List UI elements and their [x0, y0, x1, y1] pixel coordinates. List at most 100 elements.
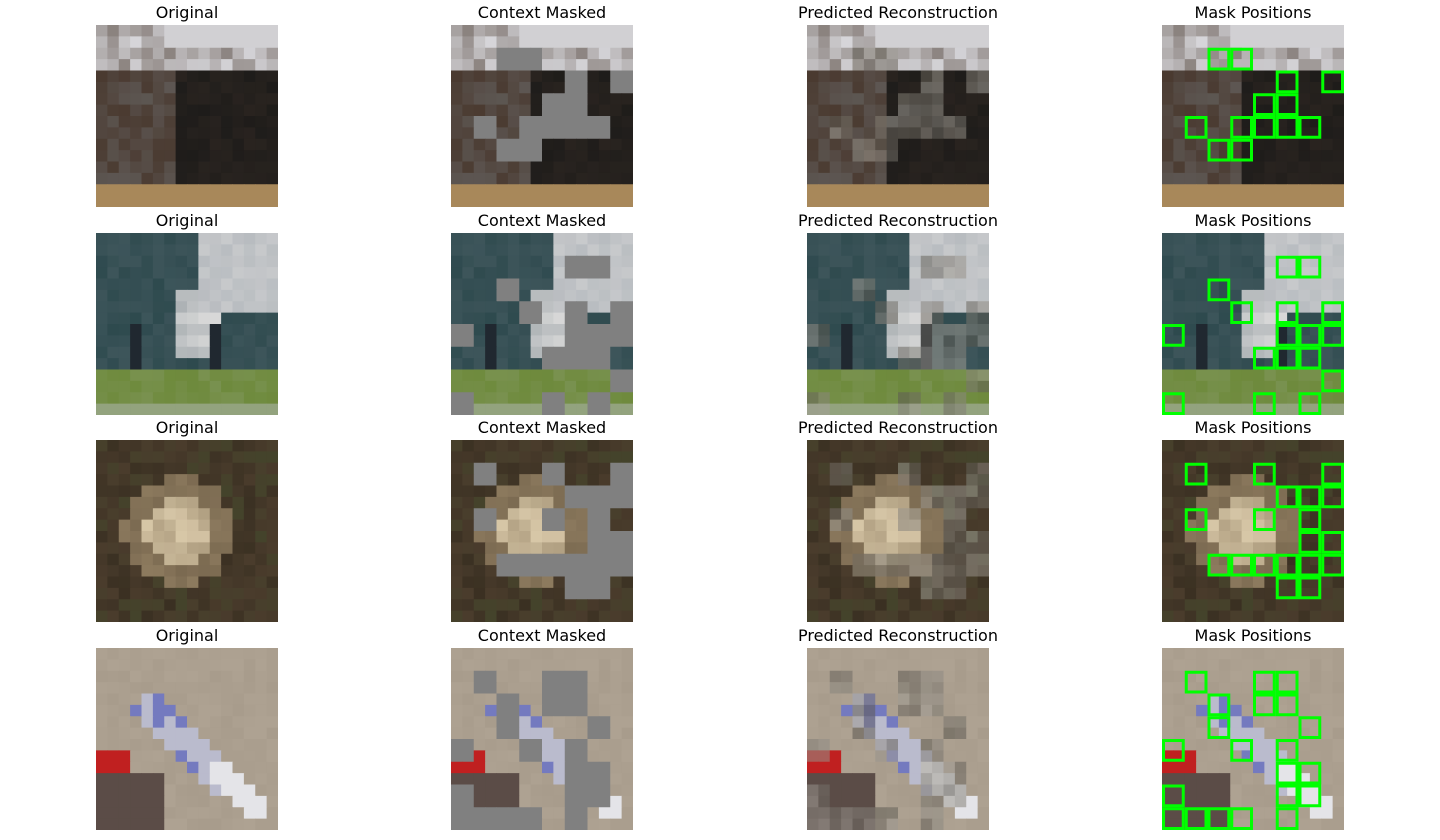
mask-position-box — [1298, 392, 1322, 415]
mask-position-box — [1298, 346, 1322, 370]
mask-position-box — [1275, 553, 1299, 577]
mask-positions-title: Mask Positions — [1194, 211, 1312, 230]
mask-position-box — [1162, 324, 1185, 347]
mask-positions-image-horse — [1162, 233, 1344, 415]
mask-position-box — [1275, 670, 1299, 694]
mask-position-box — [1298, 553, 1322, 577]
mask-position-box — [1298, 255, 1322, 279]
original-image-cat — [96, 25, 278, 207]
mask-position-box — [1321, 369, 1344, 393]
mask-positions-title: Mask Positions — [1194, 626, 1312, 645]
mask-positions-title: Mask Positions — [1194, 3, 1312, 22]
original-image-horse — [96, 233, 278, 415]
predicted-reconstruction-image-cat — [807, 25, 989, 207]
mask-position-box — [1275, 807, 1299, 830]
original-title: Original — [155, 3, 219, 22]
mask-position-box — [1230, 47, 1253, 71]
mask-position-box — [1253, 462, 1276, 486]
mask-position-box — [1298, 485, 1322, 509]
context-masked-image-horse — [451, 233, 633, 415]
mask-position-box — [1321, 70, 1344, 94]
mask-position-box — [1207, 553, 1231, 577]
mask-position-box — [1275, 70, 1299, 94]
mask-position-box — [1275, 93, 1299, 116]
predicted-reconstruction-title: Predicted Reconstruction — [798, 626, 998, 645]
mask-position-box — [1162, 739, 1185, 762]
mask-position-box — [1321, 324, 1344, 347]
mask-position-box — [1253, 346, 1276, 370]
mask-position-box — [1253, 116, 1276, 139]
mask-position-box — [1298, 531, 1322, 554]
mask-position-box — [1253, 553, 1276, 577]
mask-position-box — [1275, 346, 1299, 370]
mask-position-box — [1184, 508, 1208, 531]
mask-position-box — [1275, 693, 1299, 717]
mask-position-box — [1298, 508, 1322, 531]
original-image-frog — [96, 440, 278, 622]
mask-position-box — [1298, 761, 1322, 785]
mask-position-box — [1162, 807, 1185, 830]
mask-position-box — [1275, 485, 1299, 509]
predicted-reconstruction-title: Predicted Reconstruction — [798, 418, 998, 437]
mask-position-box — [1162, 784, 1185, 808]
mask-position-box — [1275, 255, 1299, 279]
mask-position-box — [1298, 324, 1322, 347]
mask-position-box — [1184, 670, 1208, 694]
mask-position-box — [1321, 553, 1344, 577]
mask-position-box — [1298, 116, 1322, 139]
mask-position-box — [1321, 301, 1344, 324]
context-masked-image-cat — [451, 25, 633, 207]
mask-position-box — [1275, 576, 1299, 600]
mask-position-box — [1321, 485, 1344, 509]
mask-positions-image-airplane — [1162, 648, 1344, 830]
predicted-reconstruction-image-airplane — [807, 648, 989, 830]
context-masked-title: Context Masked — [477, 211, 607, 230]
mask-position-box — [1184, 116, 1208, 139]
mask-position-box — [1275, 324, 1299, 347]
mask-position-box — [1230, 301, 1253, 324]
mask-position-box — [1298, 784, 1322, 808]
mask-position-box — [1207, 807, 1231, 830]
mask-position-box — [1253, 670, 1276, 694]
mask-position-box — [1275, 301, 1299, 324]
mask-position-box — [1253, 693, 1276, 717]
mask-position-box — [1253, 93, 1276, 116]
original-title: Original — [155, 626, 219, 645]
mask-positions-title: Mask Positions — [1194, 418, 1312, 437]
mask-position-box — [1207, 278, 1231, 302]
mask-position-box — [1230, 739, 1253, 762]
mask-position-box — [1298, 716, 1322, 739]
predicted-reconstruction-title: Predicted Reconstruction — [798, 211, 998, 230]
mask-positions-image-frog — [1162, 440, 1344, 622]
predicted-reconstruction-image-frog — [807, 440, 989, 622]
mask-position-box — [1275, 761, 1299, 785]
mask-position-box — [1230, 807, 1253, 830]
context-masked-title: Context Masked — [477, 3, 607, 22]
mask-position-box — [1230, 116, 1253, 139]
mask-position-box — [1162, 392, 1185, 415]
mask-position-box — [1321, 531, 1344, 554]
mask-position-box — [1207, 138, 1231, 162]
mask-position-box — [1184, 462, 1208, 486]
mask-position-box — [1275, 116, 1299, 139]
mask-position-box — [1275, 784, 1299, 808]
mask-position-box — [1230, 553, 1253, 577]
mask-position-box — [1207, 693, 1231, 717]
original-title: Original — [155, 418, 219, 437]
mask-position-box — [1298, 576, 1322, 600]
mask-position-box — [1253, 392, 1276, 415]
original-image-airplane — [96, 648, 278, 830]
original-title: Original — [155, 211, 219, 230]
context-masked-title: Context Masked — [477, 418, 607, 437]
mask-position-box — [1253, 508, 1276, 531]
mask-position-box — [1275, 739, 1299, 762]
mask-position-box — [1207, 47, 1231, 71]
context-masked-title: Context Masked — [477, 626, 607, 645]
context-masked-image-airplane — [451, 648, 633, 830]
mask-position-box — [1184, 807, 1208, 830]
mask-position-box — [1321, 462, 1344, 486]
predicted-reconstruction-title: Predicted Reconstruction — [798, 3, 998, 22]
mask-position-box — [1230, 138, 1253, 162]
predicted-reconstruction-image-horse — [807, 233, 989, 415]
mask-positions-image-cat — [1162, 25, 1344, 207]
